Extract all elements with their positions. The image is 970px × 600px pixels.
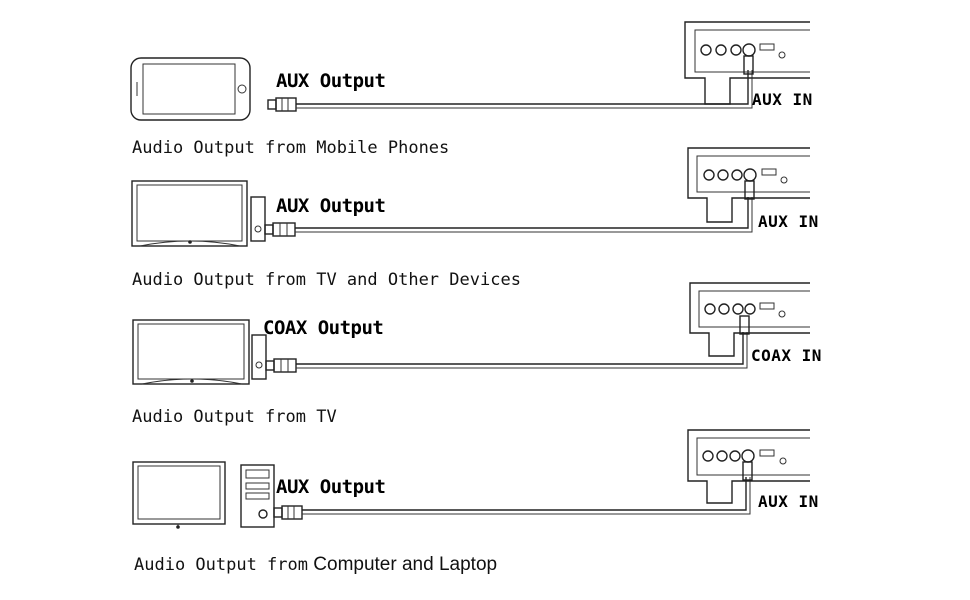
mobile-phone-device: [130, 57, 251, 121]
caption-tv-other-devices: Audio Output from TV and Other Devices: [132, 270, 521, 290]
caption-tv: Audio Output from TV: [132, 407, 337, 427]
aux-plug-row2: [264, 222, 296, 237]
cable-row1: [296, 70, 749, 105]
aux-plug-row1: [267, 97, 297, 112]
caption-part-2: Computer and Laptop: [308, 554, 498, 575]
external-device-row3: [251, 334, 267, 380]
tv-device-row2: [131, 180, 248, 247]
caption-mobile-phones: Audio Output from Mobile Phones: [132, 138, 450, 158]
cable-row4: [302, 477, 747, 511]
aux-in-label: AUX IN: [758, 212, 819, 231]
coax-output-label: COAX Output: [263, 317, 384, 339]
soundbar-row1: [684, 21, 810, 105]
tv-device-row3: [132, 319, 250, 385]
aux-plug-row4: [273, 505, 303, 520]
soundbar-row3: [689, 282, 810, 357]
cable-row3: [296, 332, 744, 365]
aux-in-label: AUX IN: [752, 90, 813, 109]
cable-row2: [295, 197, 749, 229]
soundbar-row2: [687, 147, 810, 223]
aux-output-label: AUX Output: [276, 70, 386, 92]
caption-part-1: Audio Output from: [134, 555, 308, 575]
caption-computer-laptop: Audio Output from Computer and Laptop: [134, 554, 498, 576]
aux-in-label: AUX IN: [758, 492, 819, 511]
computer-tower: [240, 464, 275, 528]
external-device-row2: [250, 196, 266, 242]
soundbar-row4: [687, 429, 810, 504]
computer-monitor: [132, 461, 226, 529]
aux-output-label: AUX Output: [276, 476, 386, 498]
coax-in-label: COAX IN: [751, 346, 822, 365]
aux-output-label: AUX Output: [276, 195, 386, 217]
coax-plug-row3: [265, 358, 297, 373]
